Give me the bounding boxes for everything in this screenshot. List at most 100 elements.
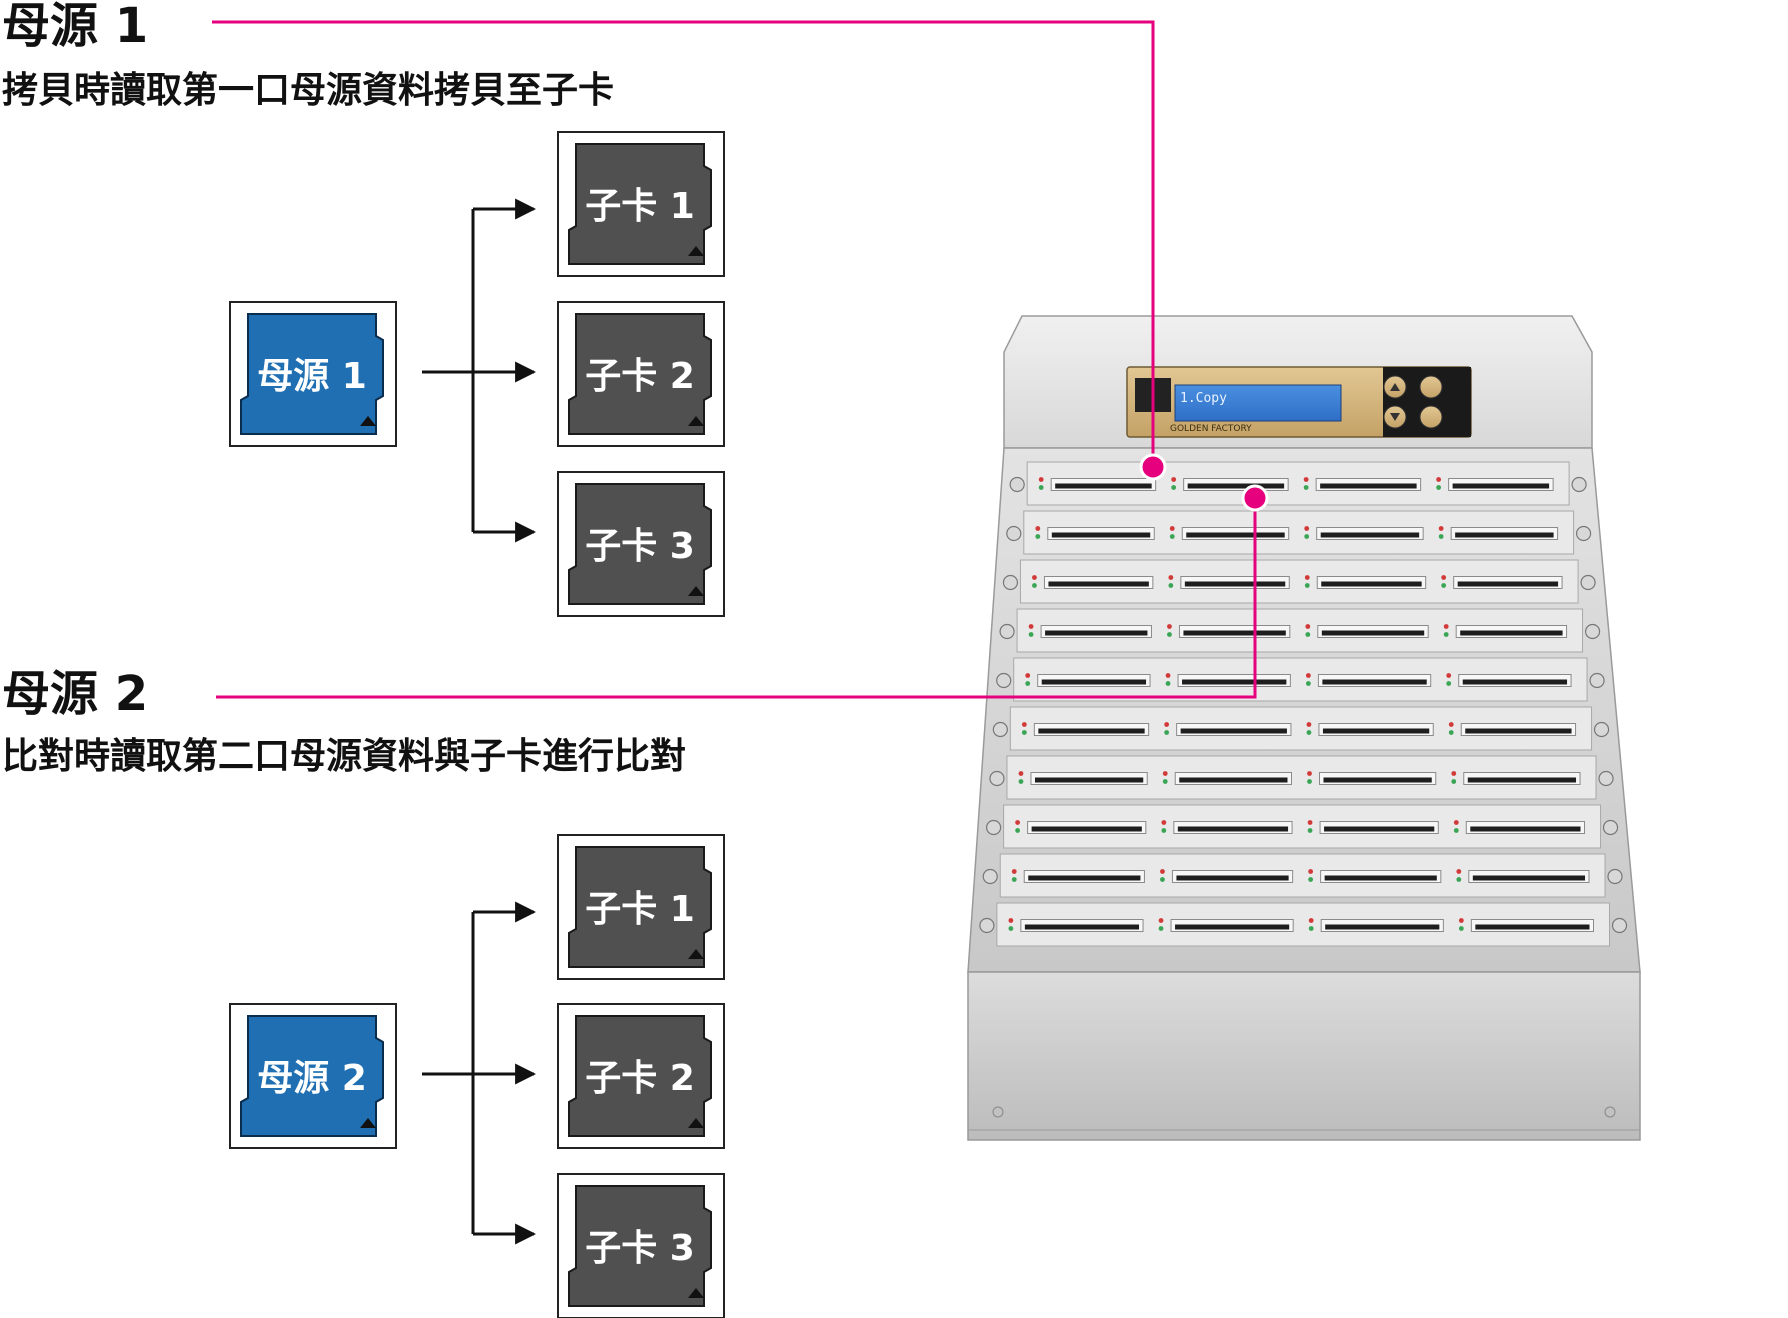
status-led-red <box>1441 575 1447 580</box>
status-led-red <box>1015 820 1021 825</box>
status-led-green <box>1305 681 1311 686</box>
status-led-red <box>1171 477 1177 482</box>
status-led-green <box>1025 681 1031 686</box>
duplicator-device: 1.Copy GOLDEN FACTORY <box>967 315 1641 1141</box>
section-1-source-card-label: 母源 1 <box>257 356 367 397</box>
section-2-title: 母源 2 <box>2 666 148 722</box>
lock-screw-icon <box>979 917 995 934</box>
status-led-green <box>1171 485 1177 490</box>
status-led-green <box>1161 828 1167 833</box>
card-slot-opening <box>1045 630 1148 636</box>
status-led-red <box>1307 820 1313 825</box>
status-led-green <box>1446 681 1452 686</box>
status-led-green <box>1441 583 1447 588</box>
card-slot-opening <box>1031 826 1142 832</box>
card-slot-opening <box>1186 532 1285 538</box>
lcd-display <box>1174 384 1342 422</box>
status-led-red <box>1158 918 1164 923</box>
status-led-green <box>1438 534 1444 539</box>
leader-line-source-1 <box>212 20 1167 481</box>
card-slot-opening <box>1038 728 1145 734</box>
status-led-red <box>1165 673 1171 678</box>
status-led-red <box>1308 918 1314 923</box>
lock-screw-icon <box>986 819 1002 836</box>
status-led-red <box>1021 722 1027 727</box>
card-slot-opening <box>1322 728 1430 734</box>
status-led-red <box>1028 624 1034 629</box>
status-led-red <box>1436 477 1442 482</box>
section-2-source-card: 母源 2 <box>229 1003 397 1149</box>
status-led-green <box>1028 632 1034 637</box>
status-led-green <box>1169 534 1175 539</box>
status-led-red <box>1167 624 1172 629</box>
status-led-red <box>1451 771 1457 776</box>
card-slot-opening <box>1323 777 1432 783</box>
card-slot-opening <box>1182 679 1287 685</box>
card-slot-opening <box>1321 630 1425 636</box>
status-led-green <box>1453 828 1459 833</box>
status-led-red <box>1305 624 1311 629</box>
lock-screw-icon <box>1580 574 1596 591</box>
card-slot-opening <box>1180 728 1287 734</box>
status-led-green <box>1308 926 1314 931</box>
slot-grid <box>979 461 1628 947</box>
lock-screw-icon <box>1584 623 1601 640</box>
lock-screw-icon <box>1607 868 1623 885</box>
card-slot-opening <box>1475 924 1590 930</box>
card-slot-opening <box>1320 532 1420 538</box>
status-led-red <box>1164 722 1170 727</box>
card-slot-opening <box>1024 924 1140 930</box>
status-led-green <box>1167 632 1172 637</box>
status-led-red <box>1306 722 1312 727</box>
status-led-red <box>1169 526 1175 531</box>
status-led-green <box>1021 730 1027 735</box>
status-led-red <box>1305 673 1311 678</box>
lock-screw-icon <box>1009 476 1025 493</box>
card-slot-opening <box>1322 679 1427 685</box>
section-1-target-card-label: 子卡 2 <box>585 356 695 397</box>
status-led-green <box>1458 926 1464 931</box>
card-slot-opening <box>1179 777 1288 783</box>
section-2-arrows <box>422 901 537 1245</box>
card-slot-opening <box>1176 875 1289 881</box>
lock-screw-icon <box>1598 770 1614 787</box>
status-led-red <box>1035 526 1041 531</box>
lock-screw-icon <box>1589 672 1605 689</box>
control-panel: 1.Copy GOLDEN FACTORY <box>1126 366 1472 438</box>
status-led-green <box>1436 485 1442 490</box>
status-led-red <box>1160 869 1165 874</box>
status-led-red <box>1304 575 1310 580</box>
card-slot-opening <box>1452 483 1550 489</box>
ok-icon[interactable] <box>1419 375 1443 399</box>
status-led-red <box>1161 820 1167 825</box>
status-led-green <box>1032 583 1037 588</box>
lock-screw-icon <box>1593 721 1610 738</box>
status-led-red <box>1438 526 1444 531</box>
leader-line-source-2 <box>216 484 1269 699</box>
card-slot-opening <box>1472 875 1586 881</box>
lock-screw-icon <box>992 721 1008 738</box>
section-1-title: 母源 1 <box>2 0 148 54</box>
section-2-target-card: 子卡 1 <box>557 834 725 980</box>
status-led-green <box>1011 877 1017 882</box>
section-1-arrows <box>422 198 537 543</box>
status-led-red <box>1162 771 1168 776</box>
status-led-red <box>1025 673 1031 678</box>
section-2-target-card-label: 子卡 2 <box>585 1058 695 1099</box>
section-2-target-card-label: 子卡 1 <box>585 889 695 930</box>
card-slot-opening <box>1183 630 1286 636</box>
lock-screw-icon <box>996 672 1012 689</box>
section-2-description: 比對時讀取第二口母源資料與子卡進行比對 <box>2 736 686 777</box>
card-slot-opening <box>1325 924 1440 930</box>
down-arrow-glyph <box>1390 413 1400 421</box>
status-led-red <box>1448 722 1454 727</box>
esc-icon[interactable] <box>1419 405 1443 429</box>
card-slot-opening <box>1320 483 1417 489</box>
status-led-red <box>1446 673 1452 678</box>
status-led-green <box>1035 534 1041 539</box>
lock-screw-icon <box>989 770 1005 787</box>
status-led-green <box>1158 926 1164 931</box>
status-led-green <box>1456 877 1462 882</box>
card-slot-opening <box>1321 581 1422 587</box>
section-1-target-card-label: 子卡 3 <box>585 526 695 567</box>
